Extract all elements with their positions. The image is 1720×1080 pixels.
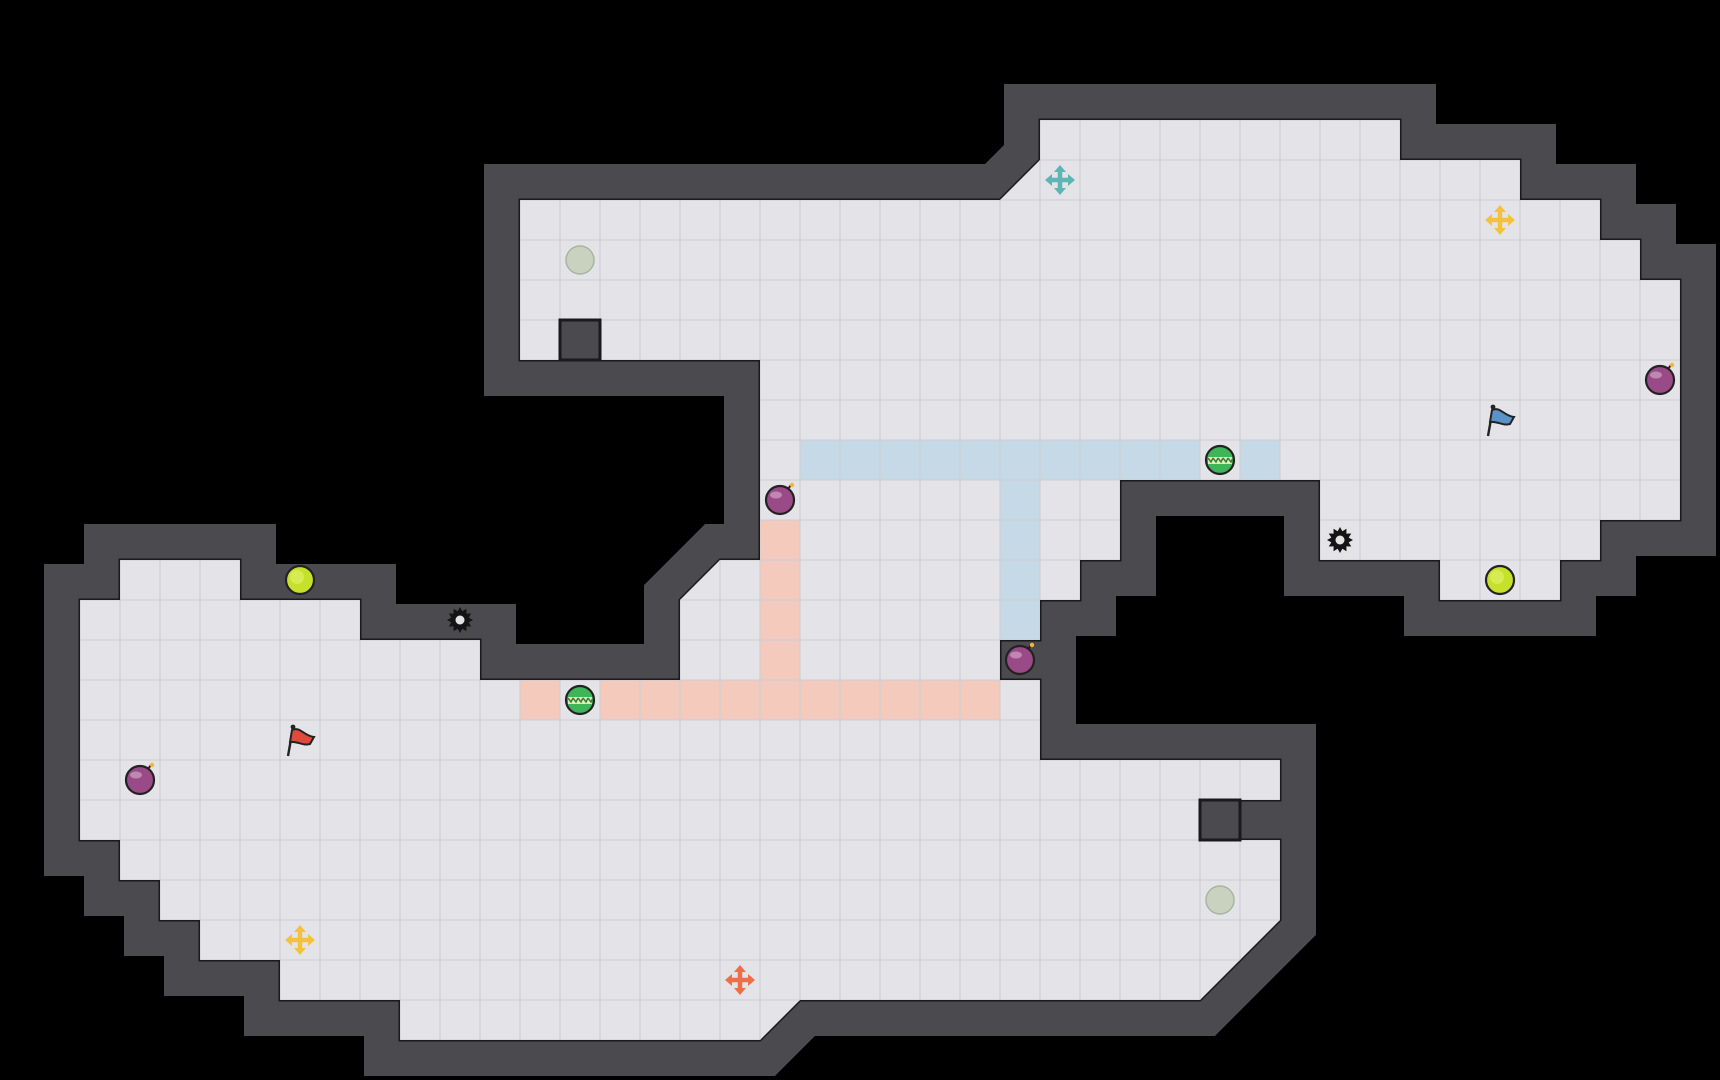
red-flag-icon[interactable]	[286, 724, 316, 757]
yellow-move-arrows-icon[interactable]	[285, 925, 315, 955]
blue-trail-tile	[800, 440, 840, 480]
south-pillar	[1198, 798, 1242, 842]
blue-trail-tile	[1240, 440, 1280, 480]
orange-trail-tile	[600, 680, 640, 720]
blue-trail-tile	[880, 440, 920, 480]
blue-flag-icon[interactable]	[1486, 404, 1516, 437]
orange-trail-tile	[800, 680, 840, 720]
orange-trail-tile	[760, 640, 800, 680]
lime-powerup-icon[interactable]	[284, 564, 316, 596]
blue-trail-tile	[1040, 440, 1080, 480]
orange-trail-tile	[760, 560, 800, 600]
orange-trail-tile	[840, 680, 880, 720]
purple-bomb-icon[interactable]	[764, 482, 796, 516]
orange-trail-tile	[920, 680, 960, 720]
green-speed-pad-icon[interactable]	[564, 684, 596, 716]
orange-trail-tile	[760, 520, 800, 560]
purple-bomb-icon[interactable]	[124, 762, 156, 796]
purple-bomb-icon[interactable]	[1644, 362, 1676, 396]
blue-trail-tile	[1000, 480, 1040, 520]
orange-trail-tile	[880, 680, 920, 720]
blue-trail-tile	[1000, 600, 1040, 640]
orange-trail-tile	[760, 600, 800, 640]
blue-trail-tile	[920, 440, 960, 480]
blue-trail-tile	[1080, 440, 1120, 480]
black-spike-icon[interactable]	[1327, 527, 1353, 553]
grey-inactive-powerup-icon[interactable]	[1205, 885, 1235, 915]
green-speed-pad-icon[interactable]	[1204, 444, 1236, 476]
orange-trail-tile	[520, 680, 560, 720]
blue-trail-tile	[1000, 440, 1040, 480]
north-pillar	[558, 318, 602, 362]
blue-trail-tile	[1000, 520, 1040, 560]
orange-trail-tile	[960, 680, 1000, 720]
blue-trail-tile	[1120, 440, 1160, 480]
yellow-move-arrows-icon[interactable]	[1485, 205, 1515, 235]
entity-layer[interactable]	[124, 165, 1676, 995]
pillar-layer	[558, 318, 1242, 842]
grey-inactive-powerup-icon[interactable]	[565, 245, 595, 275]
lime-powerup-icon[interactable]	[1484, 564, 1516, 596]
orange-trail-tile	[760, 680, 800, 720]
blue-trail-tile	[960, 440, 1000, 480]
orange-trail-tile	[680, 680, 720, 720]
blue-trail-tile	[840, 440, 880, 480]
orange-move-arrows-icon[interactable]	[725, 965, 755, 995]
orange-trail-tile	[720, 680, 760, 720]
trail-layer	[520, 440, 1280, 720]
purple-bomb-icon[interactable]	[1004, 642, 1036, 676]
orange-trail-tile	[640, 680, 680, 720]
blue-trail-tile	[1160, 440, 1200, 480]
blue-trail-tile	[1000, 560, 1040, 600]
north-room-floor[interactable]	[520, 120, 1680, 640]
teal-move-arrows-icon[interactable]	[1045, 165, 1075, 195]
black-spike-icon[interactable]	[447, 607, 473, 633]
